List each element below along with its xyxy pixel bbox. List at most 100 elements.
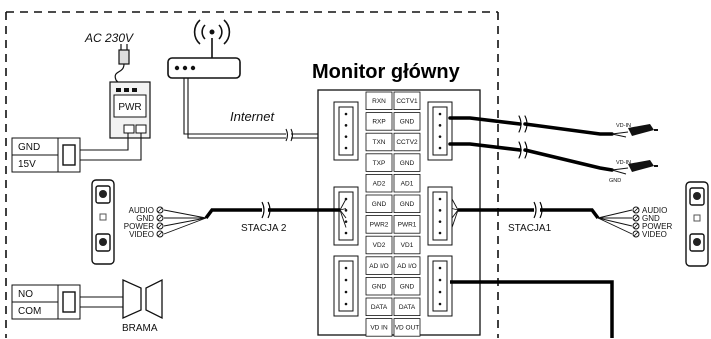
terminal-label: AD I/O — [369, 263, 389, 270]
station-wire: AUDIO — [597, 206, 667, 219]
gate-icon — [122, 278, 163, 320]
terminal-com-label: COM — [18, 306, 41, 317]
wire-label: AUDIO — [129, 206, 154, 215]
terminal-cell: CCTV1 — [393, 91, 421, 111]
power-terminal-block: GND 15V — [11, 137, 81, 173]
connector-block — [427, 255, 453, 317]
connector-block — [333, 101, 359, 161]
terminal-cell: GND — [365, 276, 393, 296]
terminal-cell: CCTV2 — [393, 132, 421, 152]
terminal-label: RXN — [372, 98, 386, 105]
terminal-cell: PWR1 — [393, 215, 421, 234]
station-wire: GND — [598, 214, 660, 223]
wire-label: AUDIO — [642, 206, 667, 215]
terminal-gnd-label: GND — [18, 142, 40, 153]
wire-label: POWER — [124, 222, 154, 231]
terminal-label: GND — [372, 283, 387, 290]
connector-block — [427, 186, 453, 246]
data-bus-cable — [450, 280, 614, 338]
terminal-label: PWR1 — [398, 222, 417, 229]
station-cable — [451, 198, 600, 228]
wire-label: VIDEO — [129, 230, 154, 239]
wire-label: POWER — [642, 222, 672, 231]
terminal-label: AD1 — [401, 180, 414, 187]
terminal-cell: DATA — [393, 297, 421, 317]
terminal-label: AD I/O — [397, 263, 417, 270]
station-1-label: STACJA1 — [508, 223, 552, 234]
station-wire: AUDIO — [129, 206, 207, 219]
terminal-label: TXP — [373, 160, 386, 167]
terminal-cell: GND — [365, 194, 393, 214]
terminal-cell: VD OUT — [393, 318, 421, 337]
camera-2-gnd-label: GND — [609, 178, 621, 184]
monitor-connectors — [333, 101, 453, 317]
terminal-cell: GND — [393, 112, 421, 131]
door-station-1-icon — [685, 181, 709, 267]
camera-2-icon — [611, 160, 658, 175]
terminal-label: GND — [400, 283, 415, 290]
terminal-label: VD OUT — [395, 325, 420, 332]
router-icon — [167, 19, 241, 79]
terminal-cell: GND — [393, 194, 421, 214]
station-wire: VIDEO — [129, 217, 207, 239]
terminal-cell: GND — [393, 153, 421, 172]
station-wire: POWER — [124, 217, 207, 231]
terminal-label: AD2 — [373, 180, 386, 187]
power-supply-unit: PWR — [109, 81, 151, 139]
terminal-cell: RXP — [365, 112, 393, 131]
terminal-label: DATA — [399, 304, 416, 311]
terminal-cell: VD1 — [393, 235, 421, 255]
wire-label: VIDEO — [642, 230, 667, 239]
terminal-cell: VD IN — [365, 318, 393, 337]
terminal-cell: TXP — [365, 153, 393, 172]
power-wires — [80, 133, 142, 161]
camera-1-vdin-label: VD-IN — [616, 123, 631, 129]
terminal-label: VD IN — [370, 325, 388, 332]
wire-label: GND — [136, 214, 154, 223]
gate-label: BRAMA — [122, 323, 158, 334]
gate-wires — [80, 296, 123, 308]
terminal-cell: DATA — [365, 297, 393, 317]
terminal-no-label: NO — [18, 289, 33, 300]
terminal-label: TXN — [373, 139, 386, 146]
pwr-box-label: PWR — [118, 102, 141, 113]
connector-block — [427, 101, 453, 161]
terminal-cell: AD I/O — [365, 256, 393, 275]
terminal-label: RXP — [372, 119, 385, 126]
terminal-cell: AD2 — [365, 173, 393, 193]
door-station-2-icon — [91, 179, 115, 265]
ac-voltage-label: AC 230V — [84, 31, 134, 45]
station-wire: POWER — [597, 217, 672, 231]
terminal-cell: AD1 — [393, 173, 421, 193]
station-wire: GND — [136, 214, 206, 223]
camera-2-vdin-label: VD-IN — [616, 160, 631, 166]
terminal-15v-label: 15V — [18, 159, 36, 170]
internet-label: Internet — [230, 109, 275, 124]
connector-block — [333, 186, 359, 246]
connector-block — [333, 255, 359, 317]
terminal-cell: TXN — [365, 132, 393, 152]
station-cable — [204, 198, 347, 228]
gate-terminal-block: NO COM — [11, 284, 81, 320]
terminal-cell: RXN — [365, 91, 393, 111]
terminal-label: GND — [372, 201, 387, 208]
monitor-title: Monitor główny — [312, 61, 461, 83]
terminal-label: CCTV1 — [396, 98, 418, 105]
terminal-label: VD1 — [401, 242, 414, 249]
terminal-label: GND — [400, 201, 415, 208]
terminal-label: PWR2 — [370, 222, 389, 229]
terminal-label: CCTV2 — [396, 139, 418, 146]
station-wire: VIDEO — [597, 217, 667, 239]
terminal-cell: GND — [393, 276, 421, 296]
terminal-label: VD2 — [373, 242, 386, 249]
station-2-label: STACJA 2 — [241, 223, 287, 234]
terminal-cell: PWR2 — [365, 215, 393, 234]
terminal-cell: AD I/O — [393, 256, 421, 275]
camera-cables — [448, 115, 614, 172]
terminal-label: DATA — [371, 304, 388, 311]
wire-label: GND — [642, 214, 660, 223]
